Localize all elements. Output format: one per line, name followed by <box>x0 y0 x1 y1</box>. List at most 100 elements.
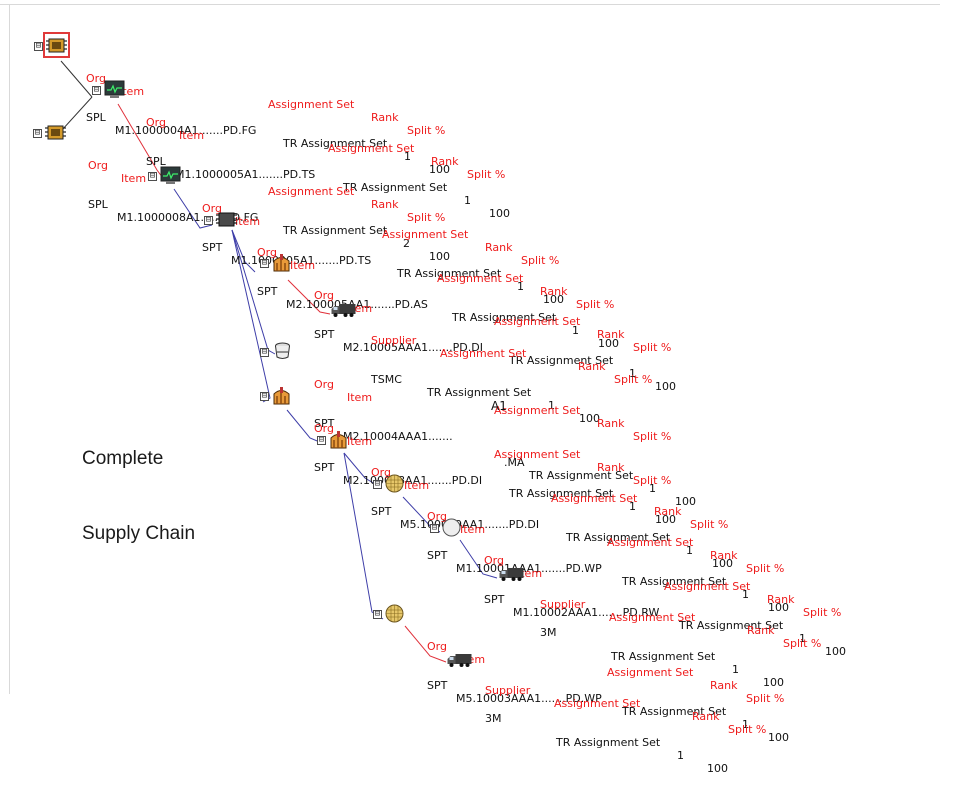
split-header: Split % <box>633 474 672 487</box>
assignment-set-header: Assignment Set <box>664 580 751 593</box>
assignment-set-header: Assignment Set <box>494 315 581 328</box>
org-header: Org <box>257 246 277 259</box>
rank-header: Rank <box>597 461 625 474</box>
org-header: Org <box>146 116 166 129</box>
org-value: SPT <box>371 505 392 518</box>
org-value: SPL <box>146 155 166 168</box>
monitor-icon <box>104 80 125 99</box>
assignment-set-header: Assignment Set <box>268 98 355 111</box>
split-header: Split % <box>467 168 506 181</box>
plant-icon <box>328 430 349 449</box>
org-value: SPL <box>88 198 108 211</box>
collapse-toggle[interactable]: ⊟ <box>92 85 101 95</box>
tree-node[interactable]: ⊟ Org Item Assignment Set Rank Split % S… <box>33 123 533 263</box>
tree-node[interactable]: ⊟ Org Item Assignment Set Rank Split % S… <box>92 80 612 220</box>
connector-line <box>231 229 256 273</box>
item-value: M1.10001AAA1.......PD.WP <box>456 562 602 575</box>
assignment-set-value: TR Assignment Set <box>556 736 661 749</box>
collapse-toggle[interactable]: ⊟ <box>260 391 269 401</box>
item-header: Item <box>460 523 486 536</box>
connector-line <box>173 188 213 229</box>
org-header: Org <box>427 510 447 523</box>
assignment-set-value: TR Assignment Set <box>509 354 614 367</box>
frame-top-border <box>0 4 940 5</box>
collapse-toggle[interactable]: ⊟ <box>430 523 439 533</box>
collapse-toggle[interactable]: ⊟ <box>317 435 326 445</box>
collapse-toggle[interactable]: ⊟ <box>204 215 213 225</box>
item-header: Item <box>347 391 373 404</box>
split-header: Split % <box>728 723 767 736</box>
assignment-set-header: Assignment Set <box>494 404 581 417</box>
plant-icon <box>271 386 292 405</box>
split-header: Split % <box>407 211 446 224</box>
rank-header: Rank <box>747 624 775 637</box>
org-value: SPT <box>314 328 335 341</box>
supplier-header: Supplier <box>485 684 531 697</box>
org-header: Org <box>371 466 391 479</box>
split-value: 100 <box>655 513 676 526</box>
monitor-icon <box>160 166 181 185</box>
org-header: Org <box>314 378 334 391</box>
tank-icon <box>272 342 293 361</box>
rank-value: 1 <box>548 399 555 412</box>
supplier-node[interactable]: Supplier Assignment Set Rank Split % TSM… <box>330 298 730 425</box>
connector-line <box>60 60 93 98</box>
rank-value: 1 <box>799 632 806 645</box>
collapse-toggle[interactable]: ⊟ <box>260 258 269 268</box>
tree-node[interactable]: ⊟ Org Item Assignment Set Rank Split % S… <box>430 518 960 658</box>
rank-value: 1 <box>629 367 636 380</box>
split-value: 100 <box>598 337 619 350</box>
rank-header: Rank <box>371 198 399 211</box>
tree-node[interactable]: ⊟ Org Item Assignment Set Rank Split % S… <box>373 604 893 744</box>
rank-header: Rank <box>767 593 795 606</box>
tree-node[interactable]: ⊟ Org Item Assignment Set Rank Split % S… <box>317 430 837 570</box>
tree-node[interactable]: ⊟ Org Item Assignment Set Rank Split % S… <box>148 166 668 306</box>
assignment-set-header: Assignment Set <box>607 666 694 679</box>
item-value: M1.1000004A1.......PD.FG <box>115 124 257 137</box>
split-value: 100 <box>763 676 784 689</box>
item-header: Item <box>347 435 373 448</box>
rank-value: 1 <box>629 500 636 513</box>
assignment-set-header: Assignment Set <box>494 448 581 461</box>
tree-node[interactable]: ⊟ Org Item Assignment Set Rank Split % S… <box>260 253 780 393</box>
assignment-set-header: Assignment Set <box>437 272 524 285</box>
tree-node[interactable]: ⊟ Org Item Assignment Set Rank Split % S… <box>204 210 724 350</box>
chip-dark-icon <box>216 210 237 229</box>
collapse-toggle[interactable]: ⊟ <box>373 609 382 619</box>
rank-header: Rank <box>597 417 625 430</box>
rank-value: 1 <box>742 588 749 601</box>
tree-node[interactable]: ⊟ Org Item Assignment Set Rank Split % S… <box>33 32 533 176</box>
item-header: Item <box>179 129 205 142</box>
collapse-toggle[interactable]: ⊟ <box>33 128 42 138</box>
collapse-toggle[interactable]: ⊟ <box>34 41 43 51</box>
split-header: Split % <box>633 341 672 354</box>
split-value: 100 <box>489 207 510 220</box>
rank-value: 1 <box>677 749 684 762</box>
collapse-toggle[interactable]: ⊟ <box>148 171 157 181</box>
org-value: SPT <box>202 241 223 254</box>
item-value: M2.100005AA1.......PD.AS <box>286 298 428 311</box>
rank-header: Rank <box>692 710 720 723</box>
rank-header: Rank <box>371 111 399 124</box>
collapse-toggle[interactable]: ⊟ <box>373 479 382 489</box>
split-value: 100 <box>543 293 564 306</box>
item-value: M2.10004AAA1....... <box>343 430 453 443</box>
supplier-node[interactable]: Supplier Assignment Set Rank Split % 3M … <box>446 648 846 775</box>
supplier-node[interactable]: Supplier Assignment Set Rank Split % 3M … <box>498 562 898 689</box>
split-value: 100 <box>768 731 789 744</box>
tree-node[interactable]: ⊟ Org Item Assignment Set Rank Split % S… <box>260 342 780 508</box>
org-header: Org <box>202 202 222 215</box>
truck-icon <box>446 652 473 668</box>
assignment-set-header: Assignment Set <box>551 492 638 505</box>
tree-node[interactable]: ⊟ Org Item Assignment Set Rank Split % S… <box>260 386 780 526</box>
org-value: SPT <box>314 417 335 430</box>
split-value: 100 <box>707 762 728 775</box>
collapse-toggle[interactable]: ⊟ <box>260 347 269 357</box>
split-header: Split % <box>407 124 446 137</box>
assignment-set-header: Assignment Set <box>382 228 469 241</box>
connector-line <box>61 96 93 131</box>
org-value: SPT <box>427 679 448 692</box>
org-header: Org <box>86 72 106 85</box>
rank-header: Rank <box>654 505 682 518</box>
tree-node[interactable]: ⊟ Org Item Assignment Set Rank Split % S… <box>373 474 893 614</box>
